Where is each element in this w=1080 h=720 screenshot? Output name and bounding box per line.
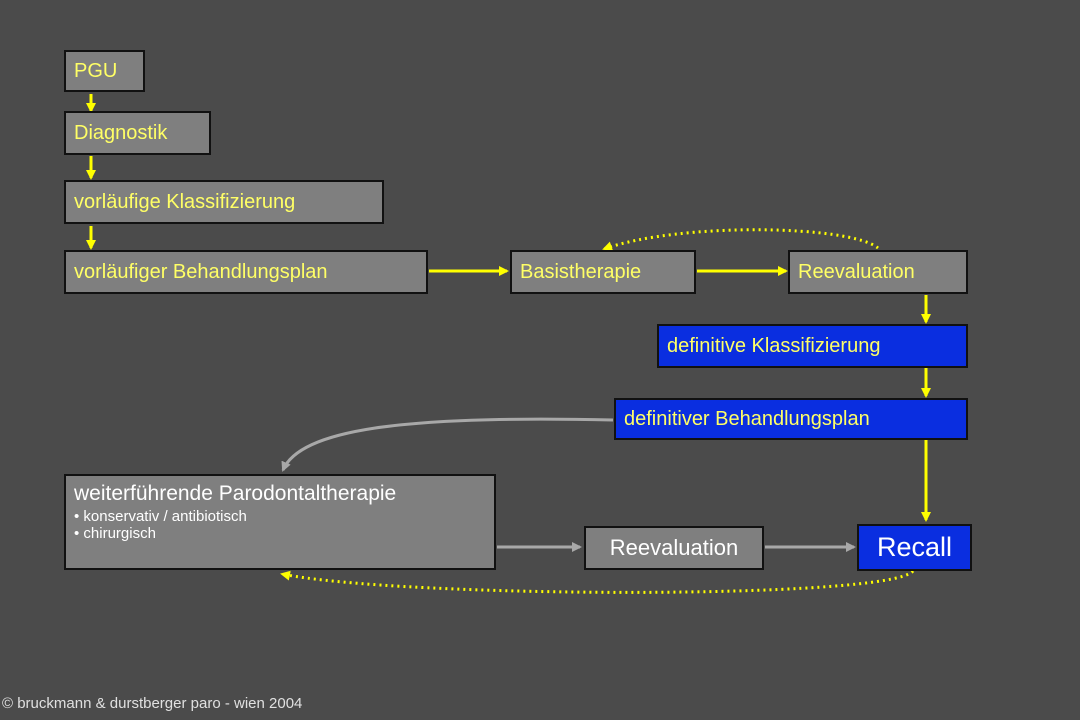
node-definitive-klassifizierung: definitive Klassifizierung bbox=[657, 324, 968, 368]
node-basistherapie: Basistherapie bbox=[510, 250, 696, 294]
parodontal-item-konservativ: • konservativ / antibiotisch bbox=[74, 508, 247, 525]
parodontal-item-chirurgisch: • chirurgisch bbox=[74, 525, 156, 542]
arrow-definitiver-plan-parodontal bbox=[281, 417, 614, 472]
loop-recall-parodontal bbox=[280, 569, 915, 594]
node-definitiver-behandlungsplan: definitiver Behandlungsplan bbox=[614, 398, 968, 440]
node-reevaluation-top: Reevaluation bbox=[788, 250, 968, 294]
node-recall: Recall bbox=[857, 524, 972, 571]
node-reevaluation-bottom: Reevaluation bbox=[584, 526, 764, 570]
node-vorlaeufiger-behandlungsplan: vorläufiger Behandlungsplan bbox=[64, 250, 428, 294]
parodontal-title: weiterführende Parodontaltherapie bbox=[74, 482, 397, 505]
node-diagnostik: Diagnostik bbox=[64, 111, 211, 155]
node-weiterfuehrende-parodontaltherapie: weiterführende Parodontaltherapie • kons… bbox=[64, 474, 496, 570]
node-pgu: PGU bbox=[64, 50, 145, 92]
node-vorlaeufige-klassifizierung: vorläufige Klassifizierung bbox=[64, 180, 384, 224]
footer-copyright: © bruckmann & durstberger paro - wien 20… bbox=[2, 695, 303, 712]
loop-reevaluation-basistherapie bbox=[602, 228, 879, 252]
